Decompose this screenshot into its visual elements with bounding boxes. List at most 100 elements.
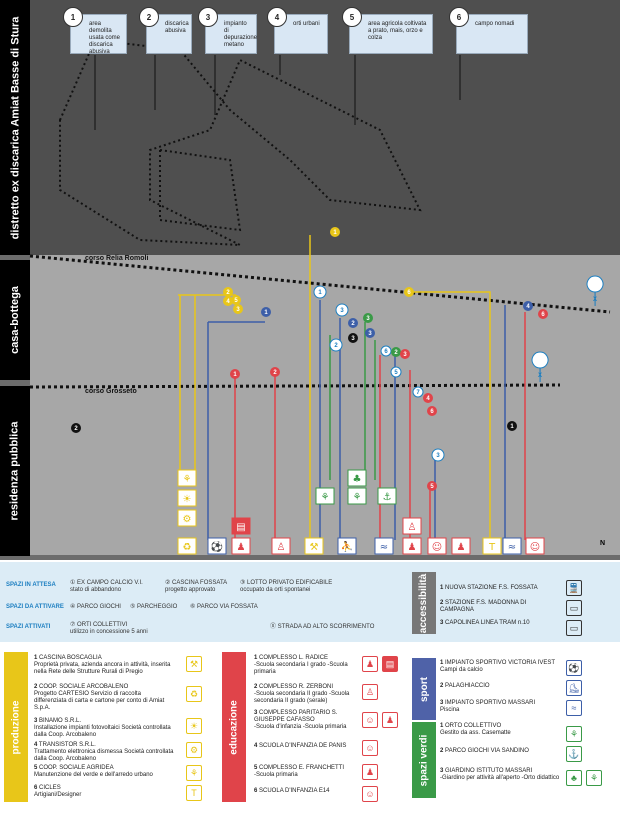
- svg-text:6: 6: [407, 290, 411, 296]
- category-produzione: produzione: [4, 652, 28, 802]
- landfill-outline: [159, 148, 242, 232]
- maintenance-icon: ⚘: [186, 765, 202, 781]
- legend-item-x: Ⓧ STRADA AD ALTO SCORRIMENTO: [270, 624, 375, 630]
- svg-text:7: 7: [416, 390, 420, 396]
- svg-text:4: 4: [426, 396, 430, 402]
- category-accessibilita: accessibilità: [412, 572, 436, 634]
- svg-text:T: T: [488, 542, 496, 553]
- svg-text:5: 5: [430, 484, 434, 490]
- svg-text:1: 1: [318, 290, 322, 296]
- svg-text:♟: ♟: [408, 542, 417, 553]
- svg-text:≈: ≈: [508, 542, 516, 553]
- garden-icon: ⚘: [566, 726, 582, 742]
- svg-text:▤: ▤: [236, 522, 245, 533]
- station-icon: ▭: [566, 600, 582, 616]
- svg-text:☺: ☺: [432, 542, 442, 553]
- svg-text:♟: ♟: [457, 542, 466, 553]
- road-label-grosseto: corso Grosseto: [85, 388, 137, 395]
- svg-text:♙: ♙: [277, 542, 286, 553]
- legend-item-1: ① EX CAMPO CALCIO V.I.stato di abbandono: [70, 580, 143, 593]
- svg-text:♣: ♣: [353, 474, 362, 485]
- verdi-item-3: 3 GIARDINO ISTITUTO MASSARI-Giardino per…: [440, 768, 560, 781]
- edu-item-3: 3 COMPLESSO PARITARIO S. GIUSEPPE CAFASS…: [254, 710, 347, 730]
- category-sport: sport: [412, 658, 436, 720]
- primary-icon: ♟: [362, 764, 378, 780]
- svg-text:1: 1: [264, 310, 268, 316]
- svg-text:1: 1: [333, 230, 337, 236]
- svg-text:2: 2: [273, 370, 277, 376]
- legend-item-6: ⑥ PARCO VIA FOSSATA: [190, 604, 258, 610]
- road-grosseto: [29, 383, 561, 389]
- svg-text:♻: ♻: [183, 542, 192, 553]
- ice-skating-icon: ⛸: [566, 680, 582, 696]
- acc-item-3: 3 CAPOLINEA LINEA TRAM n.10: [440, 620, 530, 626]
- tram-icon: ▭: [566, 620, 582, 636]
- label-attivare: SPAZI DA ATTIVARE: [6, 604, 64, 610]
- child-icon: ☺: [362, 712, 378, 728]
- svg-text:1: 1: [233, 372, 237, 378]
- kindergarten-icon: ☺: [362, 740, 378, 756]
- legend-item-4: ④ PARCO GIOCHI: [70, 604, 121, 610]
- svg-text:⛹: ⛹: [341, 540, 353, 553]
- svg-text:2: 2: [226, 290, 230, 296]
- recycle-icon: ♻: [186, 686, 202, 702]
- svg-text:☀: ☀: [183, 494, 192, 505]
- svg-text:3: 3: [236, 307, 240, 313]
- svg-text:1: 1: [510, 424, 514, 430]
- svg-text:3: 3: [366, 316, 370, 322]
- electronics-icon: ⚙: [186, 742, 202, 758]
- road-label-romoli: corso Relia Romoli: [85, 255, 149, 262]
- svg-text:3: 3: [340, 308, 344, 314]
- svg-text:⚘: ⚘: [353, 492, 362, 503]
- prod-item-3: 3 BINAMO S.R.L.Installazione impianti fo…: [34, 718, 171, 738]
- book-icon: ▤: [382, 656, 398, 672]
- category-educazione: educazione: [222, 652, 246, 802]
- svg-text:6: 6: [384, 349, 388, 355]
- svg-text:⚓: ⚓: [383, 492, 392, 503]
- label-attivati: SPAZI ATTIVATI: [6, 624, 51, 630]
- map-overlay: 1 1 2 1 3 2 3 3 3 2 6 2 3 5 7 4 6 3 5 1: [29, 38, 611, 555]
- svg-text:3: 3: [351, 336, 355, 342]
- svg-text:X: X: [593, 297, 597, 303]
- svg-text:♟: ♟: [237, 542, 246, 553]
- svg-text:2: 2: [351, 321, 355, 327]
- svg-text:X: X: [538, 373, 542, 379]
- student-icon: ♙: [362, 684, 378, 700]
- verdi-item-2: 2 PARCO GIOCHI VIA SANDINO: [440, 748, 529, 754]
- svg-text:≈: ≈: [380, 542, 388, 553]
- label-attesa: SPAZI IN ATTESA: [6, 582, 56, 588]
- edu-item-1: 1 COMPLESSO L. RADICE-Scuola secondaria …: [254, 655, 348, 675]
- pupil-icon: ♟: [382, 712, 398, 728]
- playground-icon: ⚓: [566, 746, 582, 762]
- acc-item-2: 2 STAZIONE F.S. MADONNA DI CAMPAGNA: [440, 600, 527, 613]
- svg-text:3: 3: [368, 331, 372, 337]
- side-label-shop: casa-bottega: [0, 260, 30, 380]
- designer-icon: T: [186, 785, 202, 801]
- side-label-district: distretto ex discarica Amiat Basse di St…: [0, 0, 30, 255]
- edu-item-5: 5 COMPLESSO E. FRANCHETTI-Scuola primari…: [254, 765, 345, 778]
- sport-item-2: 2 PALAGHIACCIO: [440, 683, 490, 689]
- svg-text:⚽: ⚽: [210, 540, 223, 553]
- tree-icon: ♣: [566, 770, 582, 786]
- tractor-icon: ⚒: [186, 656, 202, 672]
- svg-text:3: 3: [436, 453, 440, 459]
- gardening-icon: ⚘: [586, 770, 602, 786]
- side-label-housing: residenza pubblica: [0, 386, 30, 556]
- swimming-icon: ≈: [566, 700, 582, 716]
- svg-text:2: 2: [74, 426, 78, 432]
- svg-text:4: 4: [526, 304, 530, 310]
- svg-text:⚙: ⚙: [183, 514, 192, 525]
- svg-text:⚘: ⚘: [183, 474, 192, 485]
